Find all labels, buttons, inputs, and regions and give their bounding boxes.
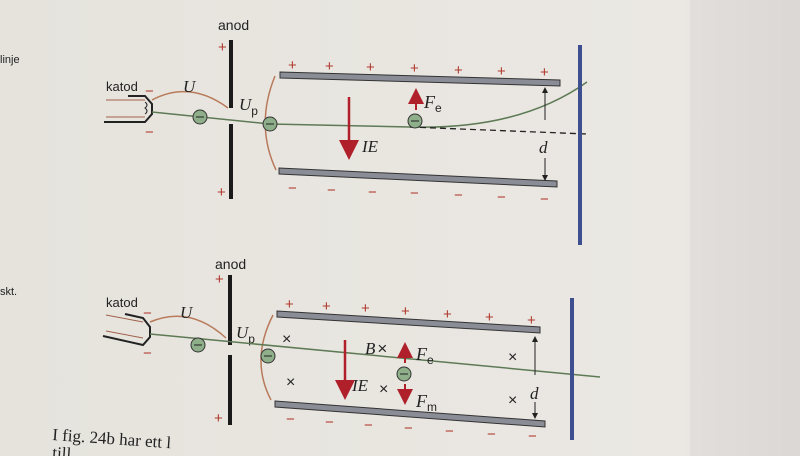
electron <box>260 348 276 364</box>
svg-text:×: × <box>379 381 388 398</box>
svg-text:×: × <box>282 331 291 348</box>
anode-plate <box>228 355 232 425</box>
svg-text:+: + <box>322 298 331 315</box>
cathode <box>104 95 153 123</box>
svg-text:×: × <box>508 392 517 409</box>
svg-text:−: − <box>368 184 377 201</box>
magnetic-field-cross: × × × × × <box>282 331 517 409</box>
svg-text:+: + <box>361 300 370 317</box>
svg-text:−: − <box>487 426 496 443</box>
plate-voltage-bracket <box>260 314 274 401</box>
anode-plate <box>229 40 233 108</box>
voltage-label: U <box>183 77 197 96</box>
distance-label: d <box>530 384 539 403</box>
svg-text:−: − <box>404 420 413 437</box>
cathode-minus: − <box>143 345 152 362</box>
svg-text:−: − <box>454 187 463 204</box>
svg-text:×: × <box>286 374 295 391</box>
figure-b-crossed-fields: anod katod − − U + + Up +++++++ −−−−−−− … <box>102 256 601 445</box>
svg-text:−: − <box>325 414 334 431</box>
svg-text:−: − <box>540 191 549 208</box>
svg-text:−: − <box>528 428 537 445</box>
field-label: IE <box>351 376 369 395</box>
voltage-label: U <box>180 303 194 322</box>
bottom-plate <box>278 167 558 188</box>
svg-text:+: + <box>285 296 294 313</box>
svg-text:+: + <box>443 306 452 323</box>
plate-voltage-label: Up <box>239 95 258 118</box>
electron <box>192 109 208 125</box>
svg-text:−: − <box>445 423 454 440</box>
electron-beam <box>149 333 601 378</box>
screen <box>578 45 582 245</box>
electric-force-label: Fe <box>423 92 442 115</box>
body-text-2: till <box>52 443 72 456</box>
anode-label: anod <box>215 256 246 272</box>
electron <box>262 116 278 132</box>
svg-text:−: − <box>410 185 419 202</box>
electron <box>190 337 206 353</box>
svg-text:−: − <box>286 411 295 428</box>
anode-plus: + <box>214 410 223 427</box>
svg-text:+: + <box>485 309 494 326</box>
plate-plus-signs: + + + + + + + <box>285 296 536 329</box>
svg-text:+: + <box>288 57 297 74</box>
bottom-plate <box>274 400 546 428</box>
electric-force-label: Fe <box>415 344 434 367</box>
margin-note-1: linje <box>0 54 20 66</box>
plate-minus-signs: − − − − − − − <box>286 411 537 445</box>
cathode-minus: − <box>145 83 154 100</box>
voltage-bracket <box>149 315 227 339</box>
anode-plus: + <box>217 184 226 201</box>
distance-label: d <box>539 138 548 157</box>
svg-text:×: × <box>508 349 517 366</box>
svg-text:+: + <box>410 60 419 77</box>
svg-text:+: + <box>527 312 536 329</box>
svg-text:+: + <box>454 62 463 79</box>
anode-plus: + <box>215 271 224 288</box>
screen <box>570 298 574 440</box>
svg-text:+: + <box>497 63 506 80</box>
svg-text:+: + <box>540 64 549 81</box>
top-plate <box>276 310 541 334</box>
plate-voltage-label: Up <box>236 323 255 346</box>
svg-text:+: + <box>366 59 375 76</box>
svg-text:−: − <box>364 417 373 434</box>
anode-label: anod <box>218 17 249 33</box>
plate-plus-signs: + + + + + + + <box>288 57 549 81</box>
magnetic-label: B× <box>365 339 387 358</box>
cathode <box>102 313 151 347</box>
magnetic-force-label: Fm <box>415 391 437 414</box>
cathode-label: katod <box>106 79 138 94</box>
figure-a-electric-deflection: anod katod − − U + + Up +++++++ −−−−−−− … <box>104 17 588 245</box>
svg-text:−: − <box>497 189 506 206</box>
electron <box>396 366 412 382</box>
electron <box>407 113 423 129</box>
cathode-minus: − <box>145 124 154 141</box>
plate-minus-signs: −−−−−−− <box>288 180 549 208</box>
voltage-bracket <box>151 90 229 109</box>
cathode-label: katod <box>106 295 138 310</box>
top-plate <box>279 71 561 87</box>
cathode-minus: − <box>143 305 152 322</box>
margin-note-2: skt. <box>0 286 17 298</box>
field-label: IE <box>361 137 379 156</box>
svg-text:+: + <box>325 58 334 75</box>
svg-text:−: − <box>288 180 297 197</box>
anode-plate <box>229 124 233 199</box>
svg-text:+: + <box>401 303 410 320</box>
anode-plate <box>228 275 232 345</box>
svg-text:−: − <box>327 182 336 199</box>
anode-plus: + <box>218 39 227 56</box>
